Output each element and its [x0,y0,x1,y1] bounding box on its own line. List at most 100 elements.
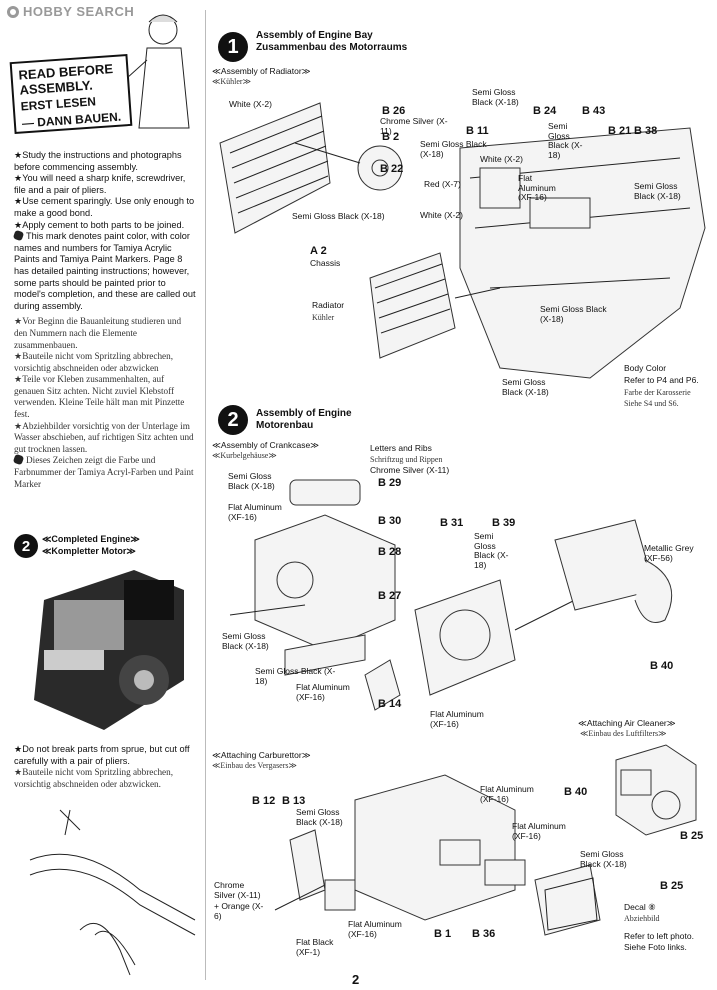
part-label-b12: B 12 [252,795,276,807]
step-2-title-de: Motorenbau [256,420,314,431]
radiator-label: Radiator [312,300,345,310]
part-label-b25-air: B 25 [680,830,704,842]
sprue-note: ★Do not break parts from sprue, but cut … [14,744,196,790]
part-label-b29: B 29 [378,477,402,489]
paint-label: Semi Gloss Black (X-18) [580,849,627,869]
watermark: HOBBY SEARCH [6,4,134,19]
sprue-note-de: ★Bauteile nicht vom Spritzling abbrechen… [14,767,174,789]
intro-de-line: Dieses Zeichen zeigt die Farbe und Farbn… [12,454,196,490]
part-label-b38: B 38 [634,125,658,137]
paint-label: Chrome Silver (X-11) [380,116,448,136]
sprue-cutting-illustration [29,809,196,976]
paint-label: Flat Aluminum (XF-16) [348,919,402,939]
body-color-refer: Refer to P4 and P6. [624,375,699,385]
logo-icon [7,6,19,18]
paint-label: Semi Gloss Black (X-18) [255,666,336,686]
carb-subtitle: ≪Attaching Carburettor≫ [212,750,311,760]
paint-label: Flat Black (XF-1) [296,937,334,957]
part-label-b30: B 30 [378,515,402,527]
part-label-b22: B 22 [380,163,404,175]
part-label-b24: B 24 [533,105,557,117]
part-label-b40: B 40 [650,660,674,672]
part-label-b31: B 31 [440,517,464,529]
paint-label: Semi Gloss Black (X-18) [222,631,269,651]
paint-label: Flat Aluminum (XF-16) [518,173,556,203]
intro-de-line: ★Bauteile nicht vom Spritzling abbrechen… [14,351,174,373]
completed-engine-title: ≪Completed Engine≫ [42,534,140,544]
part-label-b25: B 25 [660,880,684,892]
part-label-b1: B 1 [434,928,452,940]
paint-label: Semi Gloss Black (X-18) [502,377,549,397]
part-label-b11: B 11 [466,125,489,137]
page-number: 2 [352,972,360,987]
refer-photo-de: Siehe Foto links. [624,942,687,952]
paint-label: White (X-2) [420,210,463,220]
intro-de-paint-text: Dieses Zeichen zeigt die Farbe und Farbn… [14,455,194,489]
paint-label: Chrome Silver (X-11) [214,880,261,900]
crankcase-subtitle-de: ≪Kurbelgehäuse≫ [212,451,277,460]
paint-label: Semi Gloss Black (X-18) [540,304,607,324]
paint-label: Semi Gloss Black (X-18) [634,181,681,201]
paint-label: Semi Gloss Black (X-18) [472,87,519,107]
paint-label: Chrome Silver (X-11) [370,465,450,475]
air-cleaner-subtitle: ≪Attaching Air Cleaner≫ [578,718,676,728]
paint-label: Semi Gloss Black (X-18) [292,211,385,221]
intro-line: ★Use cement sparingly. Use only enough t… [14,196,195,218]
sprue-note-en: ★Do not break parts from sprue, but cut … [14,744,190,766]
intro-de-line: ★Abziehbilder vorsichtig von der Unterla… [14,420,194,454]
paint-mark-icon [12,454,25,466]
part-label-b13: B 13 [282,795,306,807]
carb-subtitle-de: ≪Einbau des Vergasers≫ [212,761,297,770]
part-label-b14: B 14 [378,698,402,710]
step-1-title: Assembly of Engine Bay [256,30,373,41]
paint-label: Flat Aluminum (XF-16) [296,682,350,702]
radiator-subtitle: ≪Assembly of Radiator≫ [212,66,311,76]
decal-label: Decal ⑧ [624,902,656,912]
part-label-b36: B 36 [472,928,496,940]
paint-label: Metallic Grey (XF-56) [644,543,694,563]
paint-label: Semi Gloss Black (X-18) [228,471,275,491]
completed-engine-badge: 2 [14,534,38,558]
paint-label: Flat Aluminum (XF-16) [228,502,282,522]
paint-label: Flat Aluminum (XF-16) [430,709,484,729]
paint-label: Flat Aluminum (XF-16) [480,784,534,804]
completed-engine-photo [14,560,194,735]
paint-label: White (X-2) [480,154,523,164]
step-2-title: Assembly of Engine [256,408,352,419]
engine-assembly-diagram [229,479,673,711]
intro-line: This mark denotes paint color, with colo… [12,229,196,312]
paint-label: Semi Gloss Black (X-18) [548,121,583,160]
step-1-title-de: Zusammenbau des Motorraums [256,42,408,53]
paint-label: Semi Gloss Black (X-18) [420,139,487,159]
carburettor-diagram [274,774,601,936]
intro-text: ★Study the instructions and photographs … [12,150,196,490]
radiator-subtitle-de: ≪Kühler≫ [212,77,251,86]
engine-bay-diagram [219,102,706,379]
intro-de-line: ★Teile vor Kleben zusammenhalten, auf ge… [14,374,185,420]
body-color-refer-de1: Farbe der Karosserie [624,388,691,397]
body-color-refer-de2: Siehe S4 und S6. [624,399,679,408]
intro-line: ★Apply cement to both parts to be joined… [14,219,185,230]
paint-label: Flat Aluminum (XF-16) [512,821,566,841]
step-2-badge: 2 [218,405,248,435]
refer-photo: Refer to left photo. [624,931,694,941]
part-label-b27: B 27 [378,590,402,602]
intro-paint-text: This mark denotes paint color, with colo… [14,231,196,311]
paint-label: White (X-2) [229,99,272,109]
air-cleaner-diagram [615,744,697,836]
part-label-b26: B 26 [382,105,406,117]
part-label-b28: B 28 [378,546,402,558]
letters-label: Letters and Ribs [370,443,432,453]
paint-mark-icon [12,229,25,242]
letters-label-de: Schriftzug und Rippen [370,455,443,464]
instruction-man-illustration [126,14,190,129]
watermark-text: HOBBY SEARCH [23,4,135,19]
intro-de-line: ★Vor Beginn die Bauanleitung studieren u… [14,316,182,350]
paint-label: Red (X-7) [424,179,461,189]
intro-line: ★You will need a sharp knife, screwdrive… [14,173,186,195]
part-label-b2: B 2 [382,131,400,143]
body-color-label: Body Color [624,363,667,373]
intro-line: ★Study the instructions and photographs … [14,150,182,172]
completed-engine-title-de: ≪Kompletter Motor≫ [42,546,136,556]
crankcase-subtitle: ≪Assembly of Crankcase≫ [212,440,320,450]
